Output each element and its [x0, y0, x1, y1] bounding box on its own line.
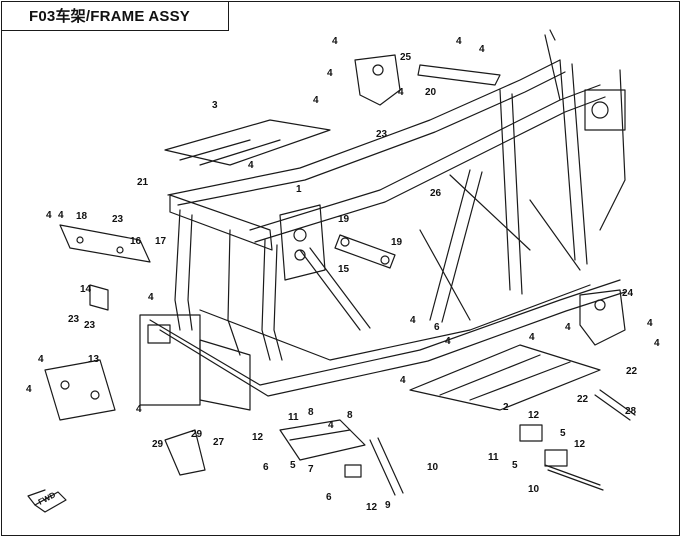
callout-c10b: 10 [528, 484, 540, 495]
callout-c18: 18 [76, 211, 88, 222]
callout-c9: 9 [385, 500, 391, 511]
callout-c23c: 23 [68, 314, 80, 325]
callout-c17: 17 [155, 236, 167, 247]
callout-c5c: 5 [512, 460, 518, 471]
callout-c1: 1 [296, 184, 302, 195]
callout-c15: 15 [338, 264, 350, 275]
callout-c6c: 6 [434, 322, 440, 333]
callout-c22b: 22 [577, 394, 589, 405]
callout-c13: 13 [88, 354, 100, 365]
callout-labels: 1 2 3 4 4 4 4 4 4 4 4 4 4 4 4 4 4 4 4 4 … [26, 36, 660, 513]
title-block: F03车架/FRAME ASSY [1, 1, 229, 31]
callout-c23d: 23 [84, 320, 96, 331]
callout-c4r: 4 [654, 338, 660, 349]
callout-c29b: 29 [191, 429, 203, 440]
callout-c19a: 19 [338, 214, 350, 225]
callout-c12d: 12 [574, 439, 586, 450]
callout-c4u: 4 [328, 420, 334, 431]
callout-c28: 28 [625, 406, 637, 417]
page-title: F03车架/FRAME ASSY [29, 8, 191, 25]
callout-c8a: 8 [308, 407, 314, 418]
callout-c25: 25 [400, 52, 412, 63]
callout-c4g: 4 [248, 160, 254, 171]
callout-c21: 21 [137, 177, 149, 188]
callout-c26: 26 [430, 188, 442, 199]
callout-c5b: 5 [560, 428, 566, 439]
fwd-arrow-label: FWD [37, 490, 58, 507]
callout-c4q: 4 [647, 318, 653, 329]
callout-c20: 20 [425, 87, 437, 98]
callout-c27: 27 [213, 437, 225, 448]
callout-c14: 14 [80, 284, 92, 295]
callout-c4m: 4 [136, 404, 142, 415]
callout-c8b: 8 [347, 410, 353, 421]
callout-c4s: 4 [565, 322, 571, 333]
callout-c4i: 4 [58, 210, 64, 221]
callout-c12a: 12 [252, 432, 264, 443]
callout-c22a: 22 [626, 366, 638, 377]
callout-c10a: 10 [427, 462, 439, 473]
callout-c4k: 4 [38, 354, 44, 365]
callout-c4o: 4 [400, 375, 406, 386]
callout-c4p: 4 [529, 332, 535, 343]
callout-c4l: 4 [26, 384, 32, 395]
callout-c4e: 4 [313, 95, 319, 106]
callout-c12b: 12 [366, 502, 378, 513]
callout-c4n: 4 [410, 315, 416, 326]
callout-c4j: 4 [148, 292, 154, 303]
callout-c4f: 4 [398, 87, 404, 98]
callout-c4h: 4 [46, 210, 52, 221]
callout-c23b: 23 [112, 214, 124, 225]
callout-c11b: 11 [488, 452, 499, 463]
frame-drawing [27, 29, 636, 513]
callout-c6b: 6 [326, 492, 332, 503]
callout-c6a: 6 [263, 462, 269, 473]
callout-c29a: 29 [152, 439, 164, 450]
callout-c23a: 23 [376, 129, 388, 140]
callout-c4d: 4 [327, 68, 333, 79]
callout-c7: 7 [308, 464, 314, 475]
callout-c3: 3 [212, 100, 218, 111]
callout-c24: 24 [622, 288, 634, 299]
callout-c2: 2 [503, 402, 509, 413]
callout-c19b: 19 [391, 237, 403, 248]
callout-c12c: 12 [528, 410, 540, 421]
callout-c16: 16 [130, 236, 142, 247]
callout-c5a: 5 [290, 460, 296, 471]
callout-c11a: 11 [288, 412, 299, 423]
callout-c4c: 4 [479, 44, 485, 55]
callout-c4b: 4 [456, 36, 462, 47]
callout-c4a: 4 [332, 36, 338, 47]
callout-c4t: 4 [445, 336, 451, 347]
